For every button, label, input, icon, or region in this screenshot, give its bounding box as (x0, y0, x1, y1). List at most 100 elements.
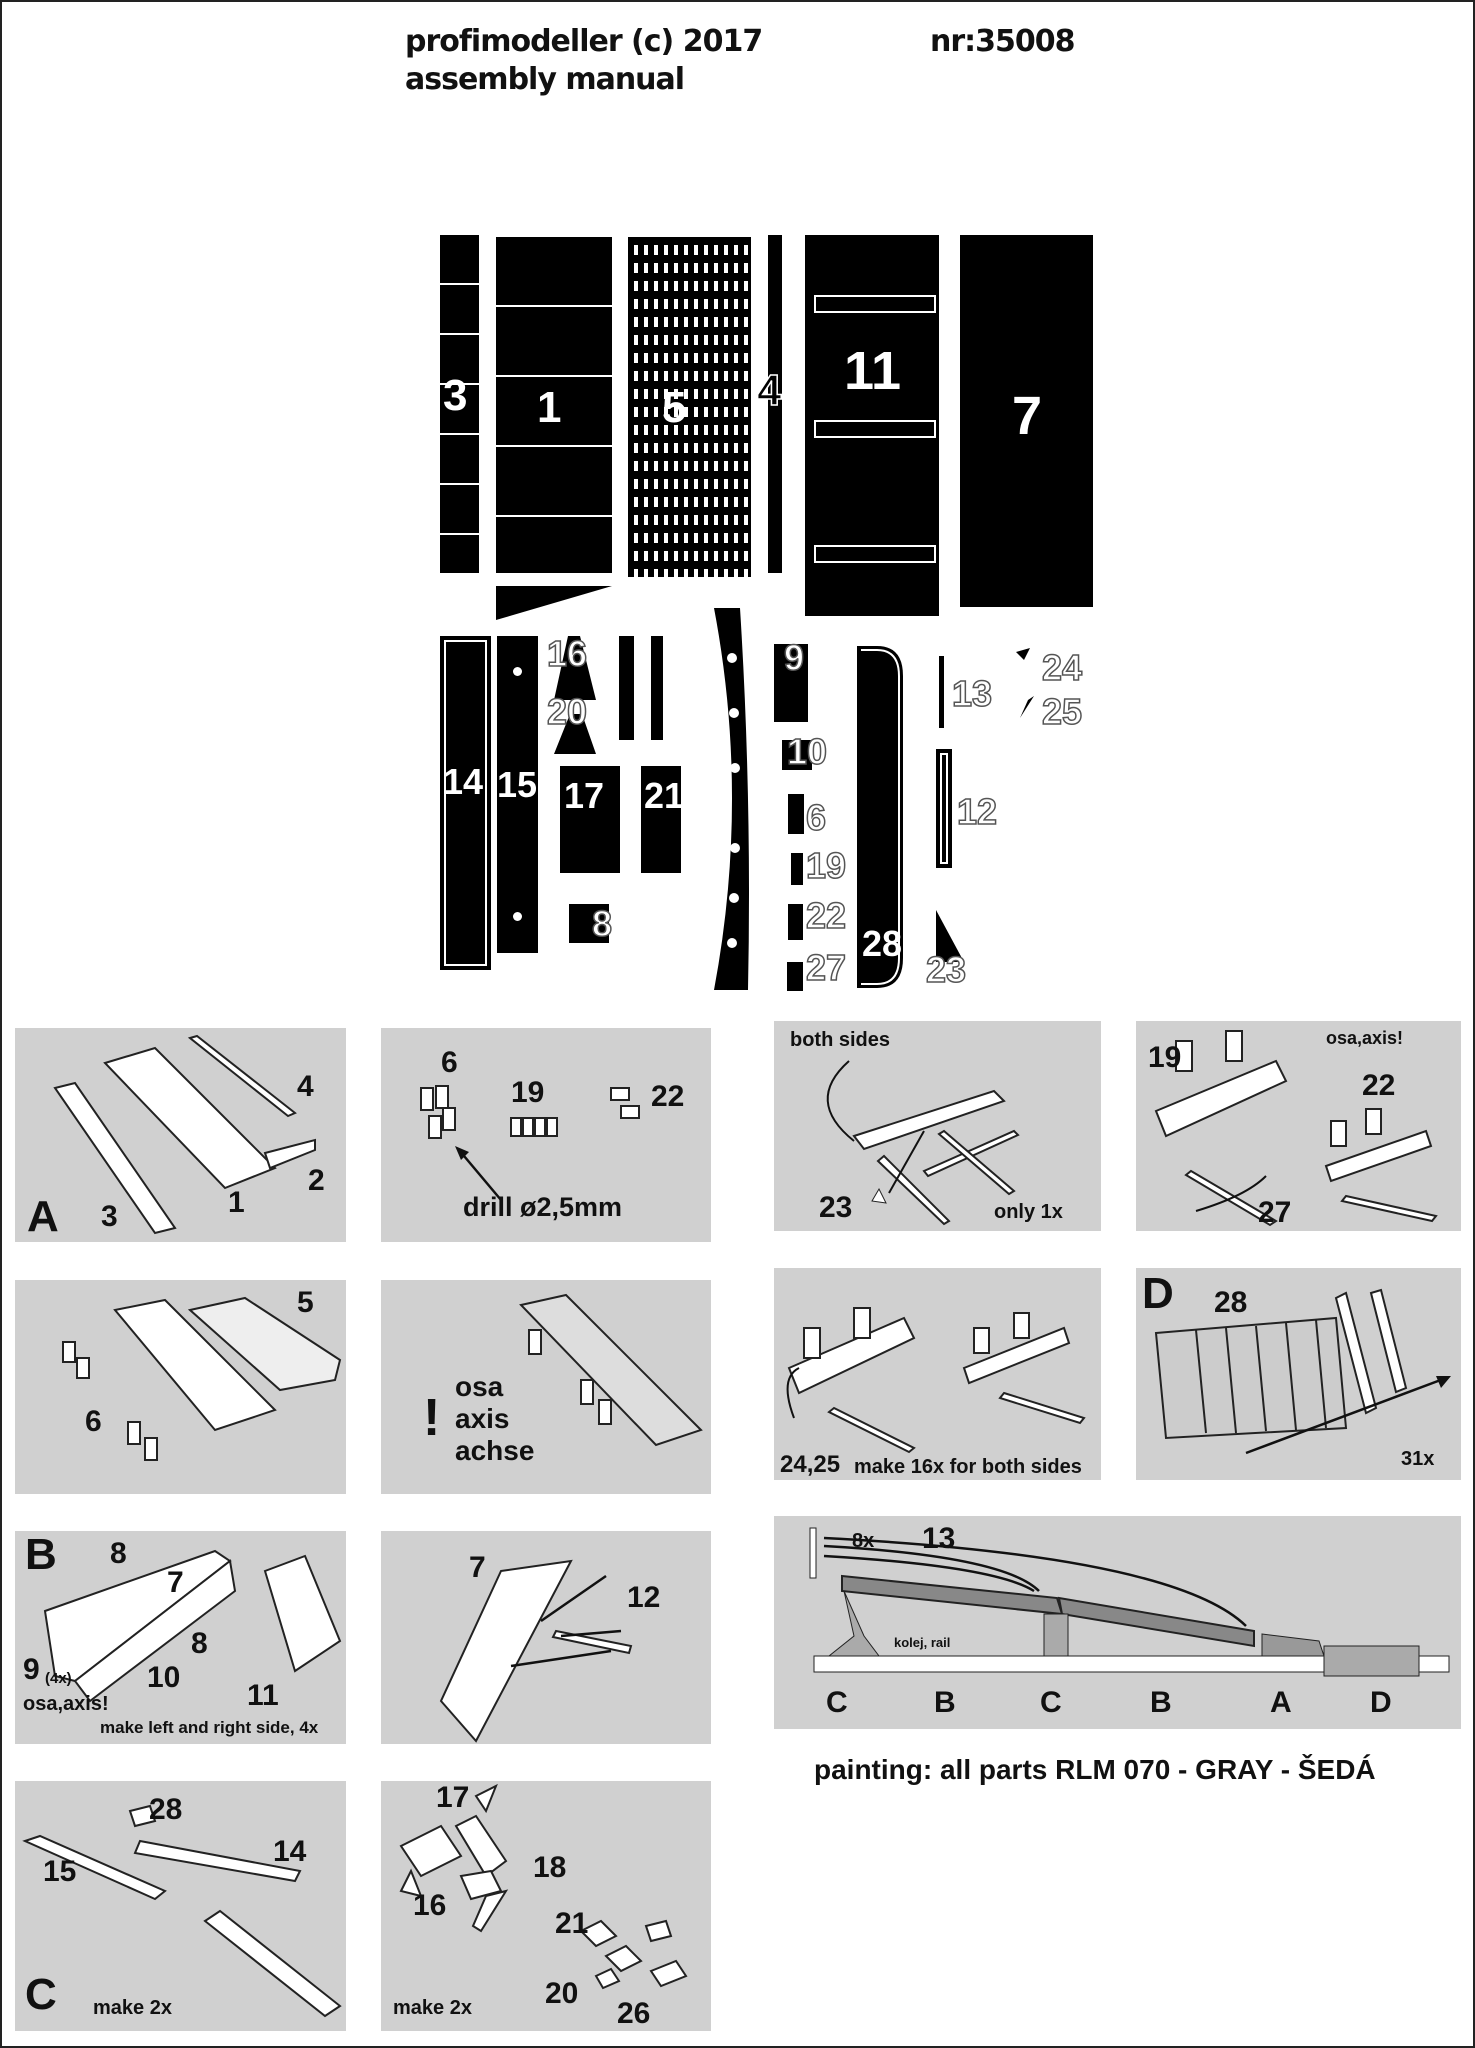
rail-label: kolej, rail (894, 1635, 951, 1650)
part-label: 5 (662, 383, 687, 432)
drill-note: drill ø2,5mm (463, 1192, 623, 1222)
parts-illustration (786, 1307, 1086, 1454)
part-12 (936, 749, 952, 868)
part-label: 1 (537, 383, 562, 432)
part-label: 17 (564, 775, 605, 816)
part-label: 19 (805, 845, 847, 886)
painting-note: painting: all parts RLM 070 - GRAY - ŠED… (814, 1754, 1376, 1785)
axis-note: osa,axis! (23, 1693, 109, 1715)
part-22 (788, 904, 803, 940)
label: 4 (297, 1070, 314, 1103)
part-label: 24 (1041, 647, 1083, 688)
axis-note-panel: ! osa axis achse (381, 1280, 711, 1494)
part-arched-side (714, 608, 749, 990)
part-23 (936, 910, 964, 962)
label: 2 (308, 1164, 325, 1197)
slot (814, 545, 936, 563)
make-note: make 2x (393, 1997, 472, 2019)
parts-illustration (399, 1783, 688, 1990)
label: 8 (191, 1627, 208, 1660)
label: 28 (1214, 1286, 1248, 1319)
header-number: nr:35008 (930, 24, 1076, 59)
parts-illustration (22, 1804, 342, 2018)
header-title: profimodeller (c) 2017 (405, 24, 763, 59)
axis-note: achse (455, 1435, 535, 1466)
label: 14 (273, 1835, 307, 1868)
part-label: 20 (546, 691, 588, 732)
parts-16-26-panel: 17 18 16 21 20 26 make 2x (381, 1781, 711, 2031)
section-label: A (1270, 1686, 1292, 1719)
part-15 (497, 636, 538, 953)
part-label: 14 (443, 761, 484, 802)
count-note: 8x (852, 1530, 875, 1552)
count-note: 31x (1401, 1448, 1435, 1470)
label: 19 (1148, 1041, 1182, 1074)
part-label: 3 (443, 371, 468, 420)
step-letter: A (27, 1192, 59, 1241)
section-label: B (934, 1686, 956, 1719)
part-label: 27 (805, 947, 847, 988)
axis-note: osa (455, 1371, 504, 1402)
part-label: 12 (956, 791, 998, 832)
label: 7 (167, 1566, 184, 1599)
label: 3 (101, 1200, 118, 1233)
part-label: 9 (783, 637, 805, 678)
part-7 (960, 235, 1093, 607)
part-label: 7 (1012, 386, 1043, 446)
label: 22 (651, 1080, 685, 1113)
part-19 (791, 853, 803, 885)
part-label: 11 (844, 341, 902, 401)
part-17 (560, 766, 620, 873)
section-label: B (1150, 1686, 1172, 1719)
part-label: 21 (644, 775, 685, 816)
label: 19 (511, 1076, 545, 1109)
part-label: 15 (497, 764, 538, 805)
hole (513, 667, 522, 676)
slot (814, 295, 936, 313)
warning-mark: ! (423, 1389, 441, 1447)
make-16x-note: make 16x for both sides (854, 1456, 1082, 1478)
part-13 (939, 656, 944, 728)
part-8 (569, 904, 609, 943)
label: 1 (228, 1186, 245, 1219)
step-a-panel: A 4 3 1 2 (15, 1028, 346, 1242)
only-once-note: only 1x (994, 1201, 1063, 1223)
part-1 (496, 237, 612, 573)
parts-illustration (519, 1293, 703, 1447)
label: 6 (441, 1046, 458, 1079)
part-label: 16 (546, 633, 588, 674)
axis-note: axis (455, 1403, 510, 1434)
hole (513, 912, 522, 921)
part-7-12-panel: 7 12 (381, 1531, 711, 1744)
parts-illustration (43, 1549, 342, 1703)
both-sides-note: both sides (790, 1029, 891, 1051)
part-4 (768, 235, 782, 573)
label: (4x) (45, 1670, 72, 1687)
part-label: 10 (786, 731, 828, 772)
part-label: 4 (756, 365, 782, 415)
slot (814, 420, 936, 438)
label: 26 (617, 1997, 651, 2030)
floor-panel: 5 6 (15, 1280, 346, 1494)
label: 6 (85, 1405, 102, 1438)
bar (651, 636, 663, 740)
parts-illustration (53, 1034, 316, 1235)
drill-panel: 6 19 22 drill ø2,5mm (381, 1028, 711, 1242)
part-3 (440, 235, 479, 573)
part-label: 8 (591, 903, 613, 944)
label: 10 (147, 1661, 181, 1694)
label: 18 (533, 1851, 567, 1884)
label: 20 (545, 1977, 579, 2010)
part-14 (440, 636, 491, 970)
label: 9 (23, 1653, 40, 1686)
part-27 (787, 962, 803, 991)
label: 7 (469, 1551, 486, 1584)
label: 15 (43, 1855, 77, 1888)
parts-illustration (826, 1060, 1020, 1226)
part-label: 22 (805, 895, 847, 936)
header-subtitle: assembly manual (405, 62, 685, 97)
label: 23 (819, 1191, 853, 1224)
section-label: D (1370, 1686, 1392, 1719)
parts-24-25 (1016, 648, 1034, 718)
